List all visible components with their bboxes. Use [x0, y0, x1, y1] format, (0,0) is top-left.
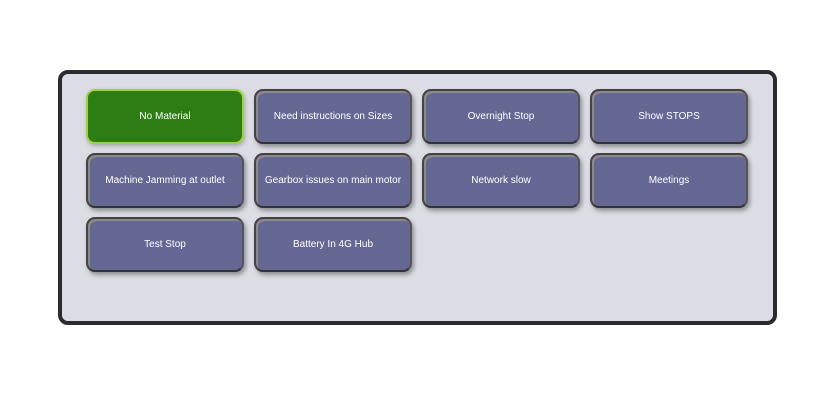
reason-button-overnight-stop[interactable]: Overnight Stop — [422, 89, 580, 144]
reason-button-gearbox-issues[interactable]: Gearbox issues on main motor — [254, 153, 412, 208]
reason-button-meetings[interactable]: Meetings — [590, 153, 748, 208]
reason-button-battery-4g-hub[interactable]: Battery In 4G Hub — [254, 217, 412, 272]
reason-button-no-material[interactable]: No Material — [86, 89, 244, 144]
reason-button-need-instructions[interactable]: Need instructions on Sizes — [254, 89, 412, 144]
reason-button-test-stop[interactable]: Test Stop — [86, 217, 244, 272]
stop-reasons-panel: No Material Need instructions on Sizes O… — [58, 70, 777, 325]
reason-button-machine-jamming[interactable]: Machine Jamming at outlet — [86, 153, 244, 208]
reason-button-show-stops[interactable]: Show STOPS — [590, 89, 748, 144]
reason-button-network-slow[interactable]: Network slow — [422, 153, 580, 208]
stop-reasons-grid: No Material Need instructions on Sizes O… — [86, 89, 748, 272]
